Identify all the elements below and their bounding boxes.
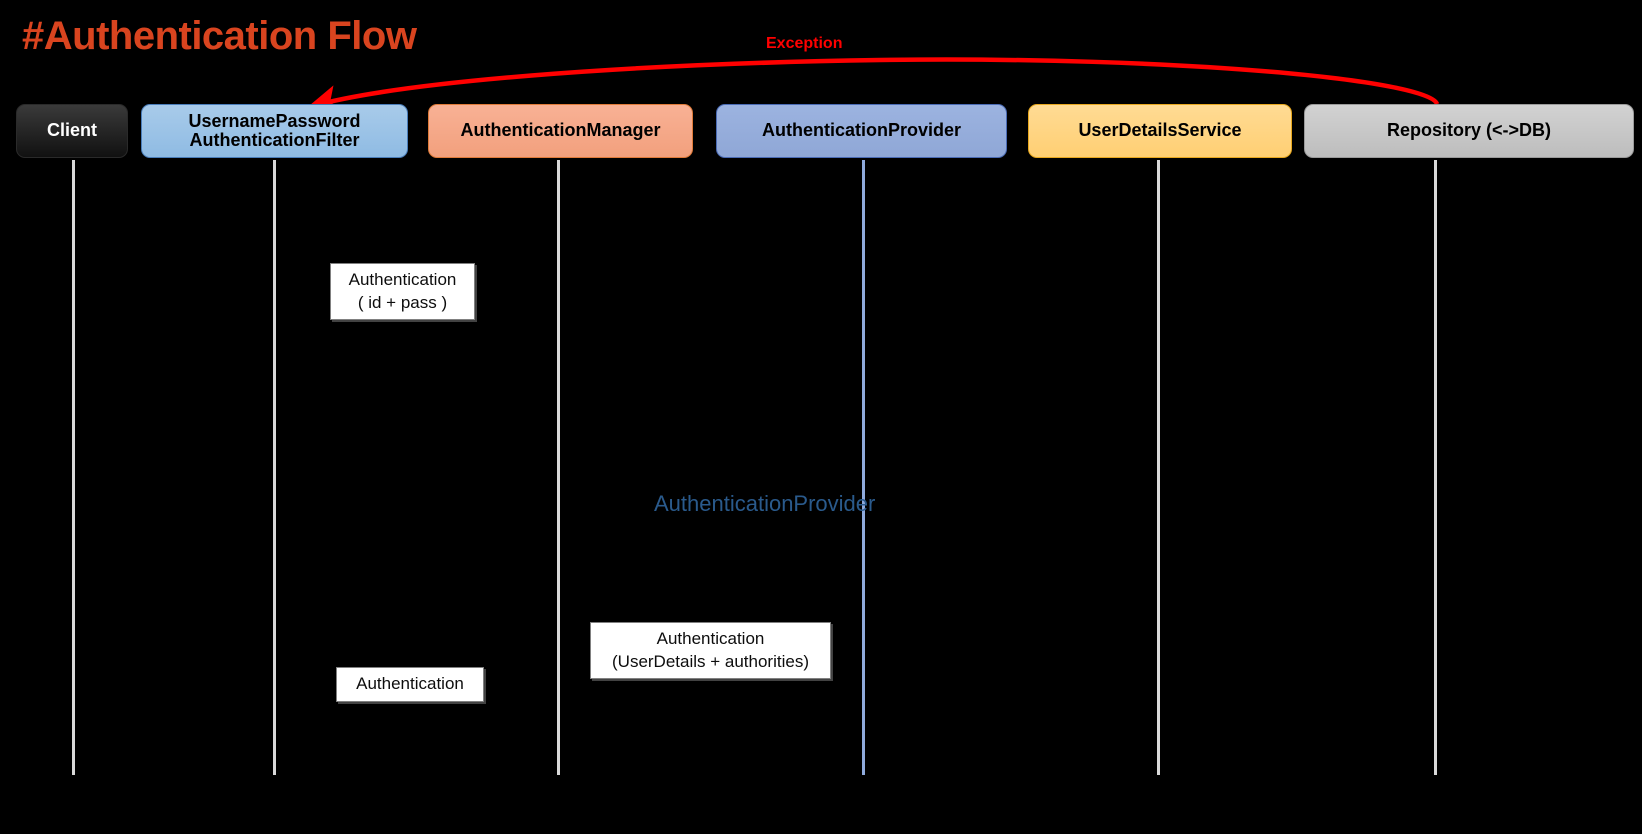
note-authentication-userdetails: Authentication (UserDetails + authoritie… — [590, 622, 831, 679]
note-authentication-credentials: Authentication ( id + pass ) — [330, 263, 475, 320]
note-result-line1: Authentication — [356, 674, 464, 694]
participant-authentication-manager[interactable]: AuthenticationManager — [428, 104, 693, 158]
lifeline-manager — [557, 160, 560, 775]
participant-client-label: Client — [46, 120, 97, 141]
lifeline-provider — [862, 160, 865, 775]
note-authentication-result: Authentication — [336, 667, 484, 702]
lifeline-filter — [273, 160, 276, 775]
participant-repo-label: Repository (<->DB) — [1386, 120, 1552, 141]
exception-label: Exception — [766, 35, 843, 52]
participant-username-password-authentication-filter[interactable]: UsernamePassword AuthenticationFilter — [141, 104, 408, 158]
note-userdetails-line2: (UserDetails + authorities) — [612, 651, 809, 671]
participant-client[interactable]: Client — [16, 104, 128, 158]
participant-filter-label-line1: UsernamePassword — [188, 110, 361, 131]
participant-manager-label: AuthenticationManager — [460, 120, 661, 141]
participant-uds-label: UserDetailsService — [1078, 120, 1242, 141]
inline-label-authentication-provider: AuthenticationProvider — [654, 491, 876, 516]
lifeline-uds — [1157, 160, 1160, 775]
participant-provider-label: AuthenticationProvider — [761, 120, 962, 141]
participant-user-details-service[interactable]: UserDetailsService — [1028, 104, 1292, 158]
participant-authentication-provider[interactable]: AuthenticationProvider — [716, 104, 1007, 158]
lifeline-client — [72, 160, 75, 775]
note-credentials-line2: ( id + pass ) — [357, 292, 448, 312]
note-credentials-line1: Authentication — [348, 269, 457, 289]
participant-filter-label-line2: AuthenticationFilter — [189, 130, 360, 150]
page-title: #Authentication Flow — [22, 14, 417, 58]
lifeline-repo — [1434, 160, 1437, 775]
note-userdetails-line1: Authentication — [656, 628, 765, 648]
participant-repository[interactable]: Repository (<->DB) — [1304, 104, 1634, 158]
